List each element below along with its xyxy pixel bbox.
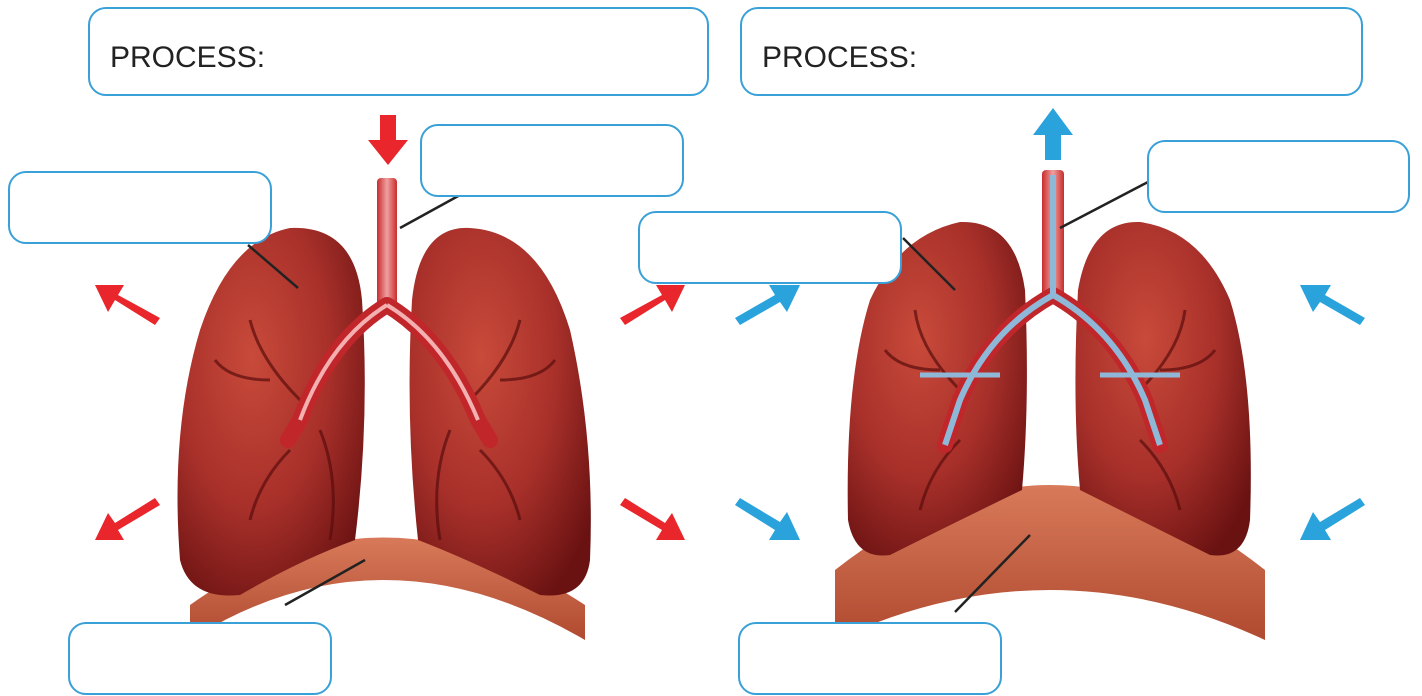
left-lung-right-lobe	[410, 228, 591, 596]
left-lung-label-box[interactable]	[8, 171, 272, 244]
left-trachea-label-box[interactable]	[420, 124, 684, 197]
right-trachea-label-box[interactable]	[1147, 140, 1410, 213]
left-process-box[interactable]: PROCESS:	[88, 7, 709, 96]
right-process-box[interactable]: PROCESS:	[740, 7, 1363, 96]
right-process-label: PROCESS:	[762, 41, 917, 75]
left-airflow-arrow-down	[368, 115, 408, 165]
left-trachea	[377, 178, 397, 308]
left-lung-left-lobe	[178, 228, 365, 596]
left-diaphragm-label-box[interactable]	[68, 622, 332, 695]
left-process-label: PROCESS:	[110, 41, 265, 75]
right-diaphragm-label-box[interactable]	[738, 622, 1002, 695]
right-airflow-arrow-up	[1033, 108, 1073, 160]
right-lung-label-box[interactable]	[638, 211, 902, 284]
